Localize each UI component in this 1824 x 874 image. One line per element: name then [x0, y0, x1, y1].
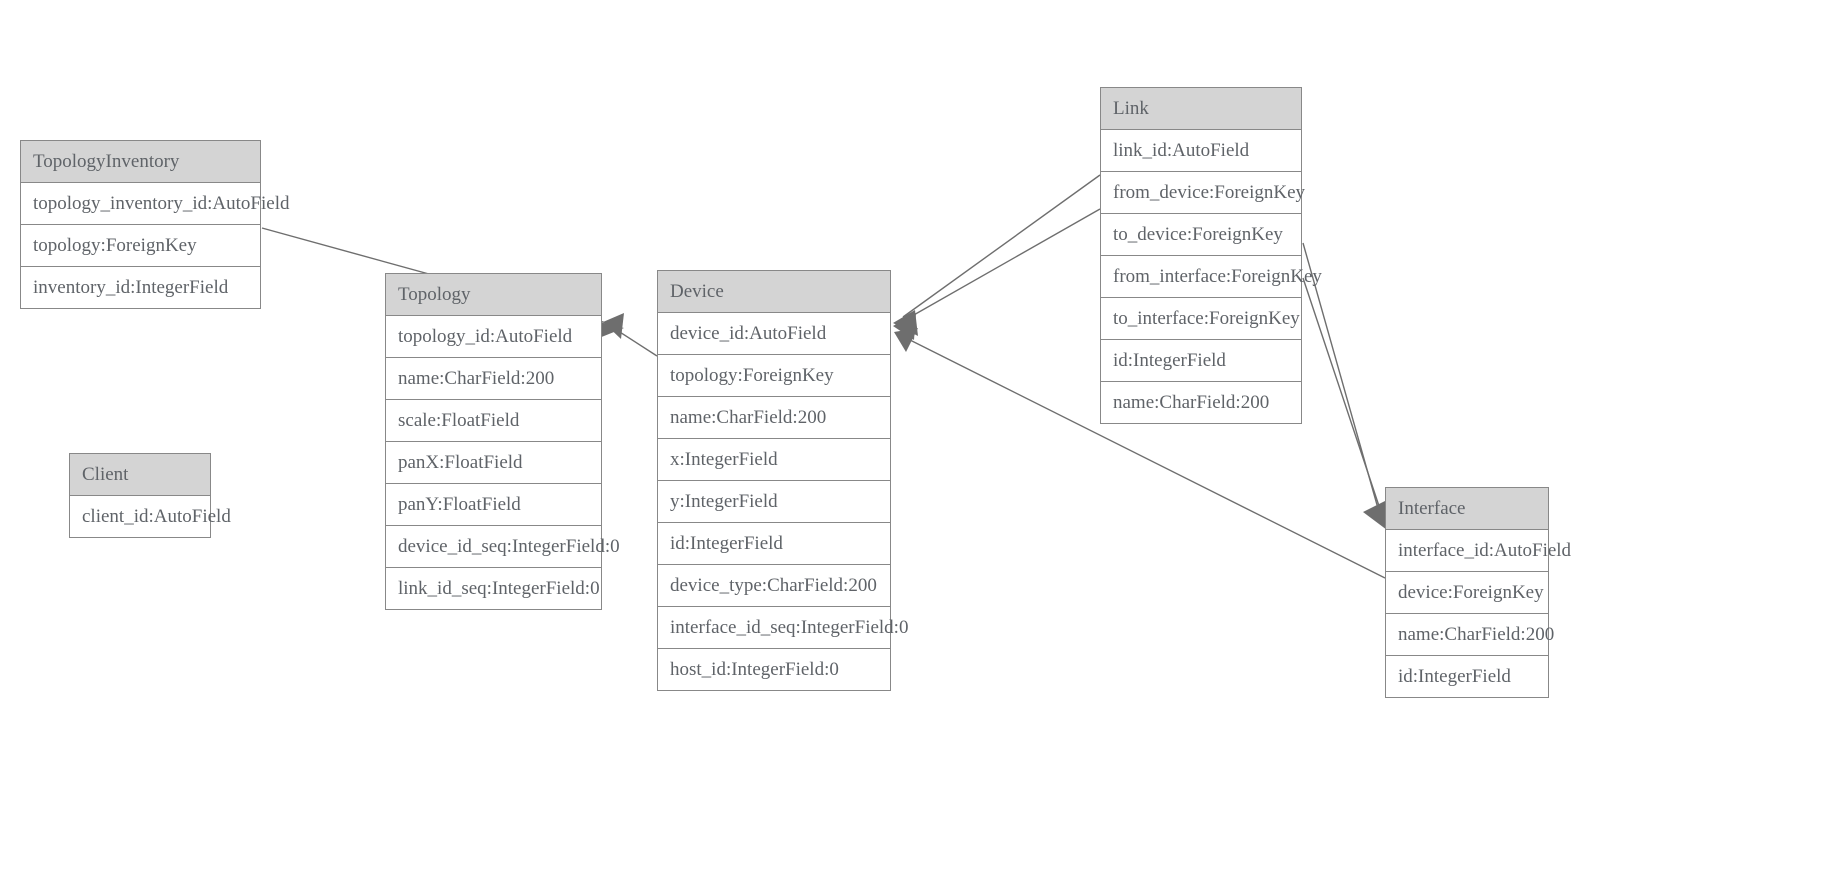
- entity-title-topology: Topology: [386, 274, 601, 316]
- entity-title-device: Device: [658, 271, 890, 313]
- entity-title-interface: Interface: [1386, 488, 1548, 530]
- entity-field: id:IntegerField: [1101, 340, 1301, 382]
- entity-field: panY:FloatField: [386, 484, 601, 526]
- entity-field: x:IntegerField: [658, 439, 890, 481]
- entity-field: topology_id:AutoField: [386, 316, 601, 358]
- entity-title-client: Client: [70, 454, 210, 496]
- entity-field: to_interface:ForeignKey: [1101, 298, 1301, 340]
- entity-field: topology:ForeignKey: [21, 225, 260, 267]
- entity-field: client_id:AutoField: [70, 496, 231, 537]
- entity-field: interface_id_seq:IntegerField:0: [658, 607, 908, 649]
- entity-field: name:CharField:200: [658, 397, 890, 439]
- edge-link-from-device-to-device: [893, 174, 1101, 336]
- entity-field: name:CharField:200: [1101, 382, 1301, 423]
- entity-field: device:ForeignKey: [1386, 572, 1548, 614]
- entity-title-link: Link: [1101, 88, 1301, 130]
- entity-field: topology_inventory_id:AutoField: [21, 183, 290, 225]
- edge-device-to-topology: [603, 313, 658, 357]
- entity-field: device_id:AutoField: [658, 313, 890, 355]
- entity-field: name:CharField:200: [386, 358, 601, 400]
- entity-field: device_type:CharField:200: [658, 565, 890, 607]
- entity-field: from_interface:ForeignKey: [1101, 256, 1322, 298]
- entity-field: to_device:ForeignKey: [1101, 214, 1301, 256]
- entity-field: link_id:AutoField: [1101, 130, 1301, 172]
- edge-link-to-interface-to-interface: [1302, 277, 1391, 533]
- entity-field: id:IntegerField: [1386, 656, 1548, 697]
- entity-field: inventory_id:IntegerField: [21, 267, 260, 308]
- entity-field: name:CharField:200: [1386, 614, 1554, 656]
- entity-field: device_id_seq:IntegerField:0: [386, 526, 620, 568]
- edge-link-to-device-to-device: [893, 208, 1101, 340]
- entity-field: link_id_seq:IntegerField:0: [386, 568, 601, 609]
- entity-field: scale:FloatField: [386, 400, 601, 442]
- entity-field: topology:ForeignKey: [658, 355, 890, 397]
- entity-field: from_device:ForeignKey: [1101, 172, 1305, 214]
- entity-field: host_id:IntegerField:0: [658, 649, 890, 690]
- entity-title-topologyinventory: TopologyInventory: [21, 141, 260, 183]
- entity-field: interface_id:AutoField: [1386, 530, 1571, 572]
- entity-field: panX:FloatField: [386, 442, 601, 484]
- entity-field: id:IntegerField: [658, 523, 890, 565]
- entity-field: y:IntegerField: [658, 481, 890, 523]
